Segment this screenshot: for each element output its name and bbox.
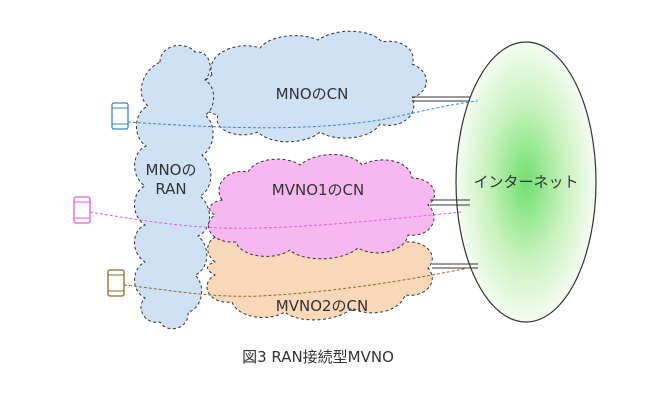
phone-brown-icon	[107, 269, 125, 297]
traffic-line-pink	[89, 211, 463, 229]
mvno1-cn-cloud	[207, 154, 435, 260]
mno-cn-label: MNOのCN	[276, 85, 349, 103]
internet-label: インターネット	[473, 173, 578, 191]
connector-lines	[412, 96, 478, 269]
internet-cloud	[455, 41, 597, 323]
figure-caption: 図3 RAN接続型MVNO	[242, 348, 394, 366]
mno-ran-label-line1: MNOの	[146, 161, 197, 179]
phone-pink-icon	[73, 196, 91, 224]
mvno2-cn-label: MVNO2のCN	[276, 297, 368, 315]
phone-blue-icon	[111, 102, 129, 130]
mno-ran-cloud	[134, 44, 215, 330]
mno-cn-cloud	[199, 30, 427, 143]
mvno1-cn-label: MVNO1のCN	[272, 181, 364, 199]
mno-ran-label-line2: RAN	[155, 180, 186, 198]
traffic-line-brown	[123, 267, 469, 297]
